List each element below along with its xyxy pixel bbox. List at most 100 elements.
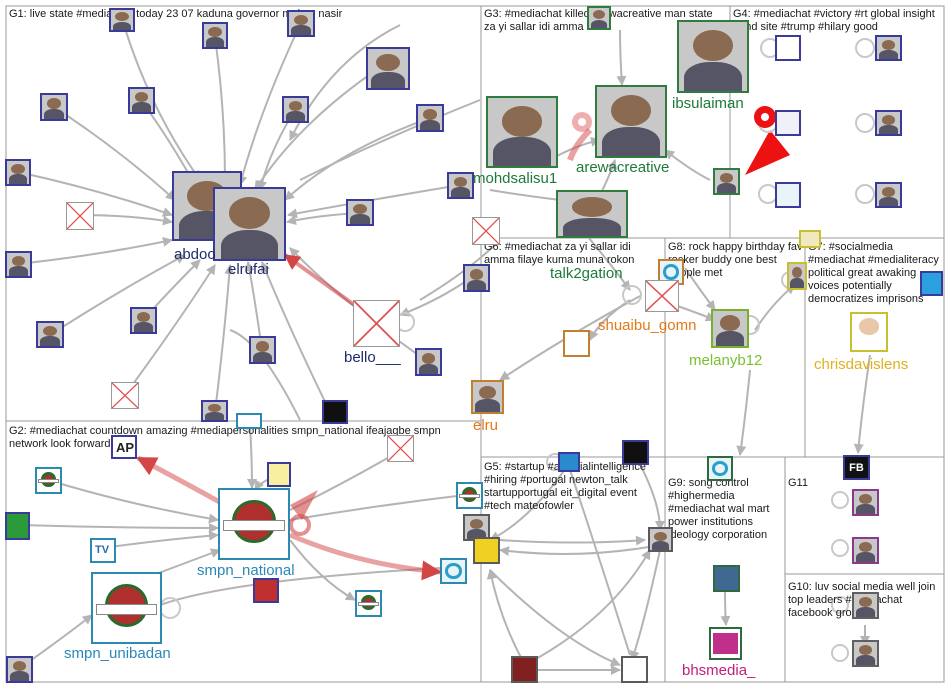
label-talk2gation: talk2gation — [550, 265, 623, 282]
node-avatar[interactable] — [282, 96, 309, 123]
node-tv-logo[interactable]: TV — [90, 538, 116, 563]
node-smpn-logo[interactable] — [456, 482, 483, 509]
node-shuaibu-gomn[interactable] — [645, 280, 679, 312]
facebook-logo-text: FB — [849, 462, 864, 474]
node-avatar[interactable] — [875, 35, 902, 61]
node-avatar[interactable] — [346, 199, 374, 226]
node-avatar[interactable] — [40, 93, 68, 121]
node-avatar[interactable] — [5, 159, 31, 186]
node-avatar[interactable] — [621, 656, 648, 683]
node-missing-image[interactable] — [111, 382, 139, 409]
node-avatar[interactable] — [775, 182, 801, 208]
node-smpn-national[interactable] — [218, 488, 290, 560]
label-chrisdavislens: chrisdavislens — [814, 356, 909, 373]
label-mohdsalisu1: mohdsalisu1 — [473, 170, 558, 187]
node-arewacreative[interactable] — [595, 85, 667, 158]
group-title-g4: G4: #mediachat #victory #rt global insig… — [733, 8, 935, 33]
node-avatar[interactable] — [6, 656, 33, 683]
label-elru: elru — [473, 417, 499, 434]
node-avatar[interactable] — [415, 348, 442, 376]
node-melanyb12[interactable] — [711, 309, 749, 348]
group-title-g8: G8: rock happy birthday fav rocker buddy… — [668, 241, 803, 279]
edge-red-g3 — [567, 127, 593, 162]
label-shuaibu-gomn: shuaibu_gomn — [598, 317, 697, 334]
node-avatar[interactable] — [202, 22, 228, 49]
node-avatar[interactable] — [130, 307, 157, 334]
node-avatar[interactable] — [852, 537, 879, 564]
group-title-g9: G9: song control #highermedia #mediachat… — [668, 477, 770, 541]
node-avatar[interactable] — [622, 440, 649, 465]
edge-red-g4 — [745, 130, 790, 175]
node-avatar[interactable] — [236, 413, 262, 429]
node-missing-image[interactable] — [66, 202, 94, 230]
node-avatar[interactable] — [775, 110, 801, 136]
node-smpn-logo[interactable] — [355, 590, 382, 617]
node-missing-image[interactable] — [387, 435, 414, 462]
node-avatar[interactable] — [201, 400, 228, 422]
group-title-g1: G1: live state #mediachat today 23 07 ka… — [9, 8, 343, 20]
node-chrisdavislens[interactable] — [850, 312, 888, 352]
node-avatar[interactable] — [648, 527, 673, 552]
node-avatar[interactable] — [852, 592, 879, 619]
node-bello[interactable] — [353, 300, 400, 347]
node-bhsmedia[interactable] — [709, 627, 742, 660]
node-avatar[interactable] — [852, 489, 879, 516]
tv-logo-text: TV — [95, 544, 110, 556]
group-title-g7: G7: #socialmedia #mediachat #medialitera… — [808, 241, 939, 305]
node-avatar[interactable] — [473, 537, 500, 564]
edge-smpn-ap — [136, 455, 227, 508]
node-avatar[interactable] — [799, 230, 821, 248]
node-avatar[interactable] — [416, 104, 444, 132]
node-smpn-unibadan[interactable] — [91, 572, 162, 644]
node-elrufai[interactable] — [213, 187, 286, 261]
node-talk2gation[interactable] — [556, 190, 628, 238]
node-smpn-logo[interactable] — [35, 467, 62, 494]
node-elru[interactable] — [471, 380, 504, 414]
node-avatar[interactable] — [463, 264, 490, 292]
node-avatar[interactable] — [249, 336, 276, 364]
node-avatar[interactable] — [587, 6, 611, 30]
node-avatar[interactable] — [707, 456, 733, 481]
node-missing-image[interactable] — [472, 217, 500, 245]
node-avatar[interactable] — [713, 168, 740, 195]
node-avatar[interactable] — [5, 251, 32, 278]
label-bhsmedia: bhsmedia_ — [682, 662, 756, 679]
node-avatar[interactable] — [366, 47, 410, 90]
node-avatar[interactable] — [109, 8, 135, 32]
node-avatar[interactable] — [463, 514, 490, 541]
node-avatar[interactable] — [447, 172, 474, 199]
node-avatar[interactable] — [287, 10, 315, 37]
node-avatar[interactable] — [558, 452, 580, 472]
edges-g5 — [486, 454, 665, 675]
node-avatar[interactable] — [128, 87, 155, 114]
node-avatar[interactable] — [713, 565, 740, 592]
ap-logo-text: AP — [116, 440, 135, 455]
node-cable-logo[interactable] — [5, 512, 30, 540]
label-abdoo: abdoo — [174, 246, 216, 263]
node-avatar[interactable] — [852, 640, 879, 667]
node-avatar[interactable] — [775, 35, 801, 61]
node-twitter-logo[interactable] — [920, 271, 943, 296]
node-kfm-logo[interactable] — [267, 462, 291, 487]
node-avatar[interactable] — [875, 182, 902, 208]
node-avatar[interactable] — [36, 321, 64, 348]
label-bello: bello___ — [344, 349, 401, 366]
node-channels-logo[interactable] — [440, 558, 467, 584]
edge-smpn-tv — [289, 532, 442, 581]
node-mohdsalisu1[interactable] — [486, 96, 558, 168]
node-facebook-logo[interactable]: FB — [843, 455, 870, 480]
label-ibsulaiman: ibsulaiman — [672, 95, 744, 112]
node-ap-logo[interactable]: AP — [111, 435, 137, 459]
node-avatar[interactable] — [511, 656, 538, 683]
node-avatar[interactable] — [322, 400, 348, 424]
red-markers — [289, 106, 776, 536]
node-avatar[interactable] — [875, 110, 902, 136]
node-avatar[interactable] — [563, 330, 590, 357]
label-elrufai: elrufai — [228, 261, 269, 278]
node-ibsulaiman[interactable] — [677, 20, 749, 93]
group-title-g11: G11 — [788, 477, 808, 489]
node-avatar[interactable] — [787, 262, 807, 290]
label-melanyb12: melanyb12 — [689, 352, 763, 369]
node-bbc-news-logo[interactable] — [253, 578, 279, 603]
